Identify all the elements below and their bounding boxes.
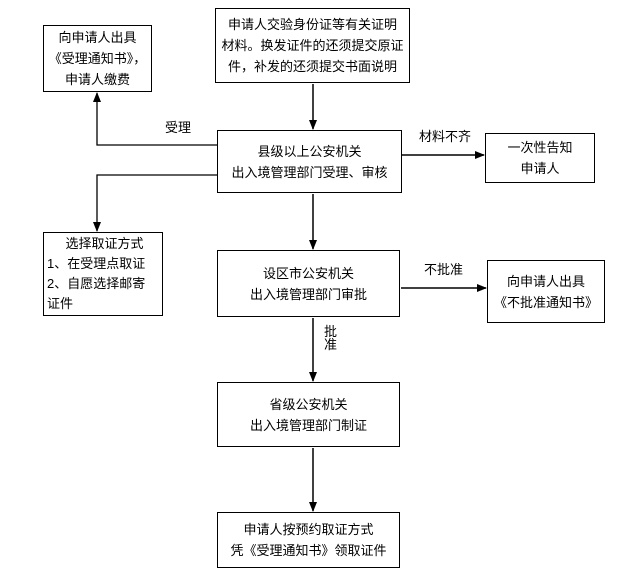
node-text-line: 1、在受理点取证 (47, 256, 146, 271)
node-text-line: 材料。换发证件的还须提交原证 (221, 38, 404, 53)
node-text-line: 出入境管理部门审批 (249, 286, 367, 302)
edge-label-approved: 批准 (324, 324, 339, 352)
node-text-line: 《不批准通知书》 (493, 294, 598, 310)
node-choose-pickup-method: 选择取证方式 1、在受理点取证 2、自愿选择邮寄 证件 (43, 232, 163, 316)
node-text-line: 设区市公安机关 (262, 265, 354, 281)
node-applicant-submit-documents: 申请人交验身份证等有关证明 材料。换发证件的还须提交原证 件，补发的还须提交书面… (215, 8, 410, 83)
node-text-line: 向申请人出具 (58, 30, 137, 45)
node-acceptance-notice-and-fee: 向申请人出具 《受理通知书》， 申请人缴费 (43, 25, 152, 92)
edge-label-materials-incomplete: 材料不齐 (419, 129, 472, 144)
edge-county-to-choose-method (93, 174, 217, 232)
node-county-public-security-accept-review: 县级以上公安机关 出入境管理部门受理、审核 (217, 130, 402, 193)
node-city-public-security-approval: 设区市公安机关 出入境管理部门审批 (217, 250, 400, 317)
node-text-line: 《受理通知书》， (48, 51, 147, 66)
node-text-line: 省级公安机关 (269, 396, 348, 412)
node-text-line: 2、自愿选择邮寄 (47, 276, 146, 291)
node-text-line: 向申请人出具 (506, 273, 585, 289)
node-text-line: 申请人缴费 (64, 72, 130, 87)
node-text-line: 证件 (47, 296, 74, 311)
node-text-line: 一次性告知 (507, 140, 573, 155)
edge-label-not-approved: 不批准 (424, 262, 464, 277)
edge-label-accepted: 受理 (165, 120, 192, 135)
node-rejection-notice: 向申请人出具 《不批准通知书》 (487, 260, 605, 323)
node-text-line: 县级以上公安机关 (257, 143, 362, 159)
node-text-line: 出入境管理部门受理、审核 (231, 164, 388, 180)
node-text-line: 申请人按预约取证方式 (243, 522, 374, 537)
node-text-line: 出入境管理部门制证 (249, 417, 367, 433)
node-text-line: 选择取证方式 (65, 236, 144, 251)
node-applicant-pickup-certificate: 申请人按预约取证方式 凭《受理通知书》领取证件 (217, 512, 400, 568)
node-text-line: 凭《受理通知书》领取证件 (230, 543, 387, 558)
node-text-line: 申请人交验身份证等有关证明 (227, 17, 397, 32)
node-one-time-notification: 一次性告知 申请人 (485, 133, 595, 183)
node-province-certificate-production: 省级公安机关 出入境管理部门制证 (217, 382, 400, 447)
node-text-line: 申请人 (520, 161, 560, 176)
edge-county-to-acceptance-notice (93, 92, 217, 146)
node-text-line: 件，补发的还须提交书面说明 (227, 59, 397, 74)
